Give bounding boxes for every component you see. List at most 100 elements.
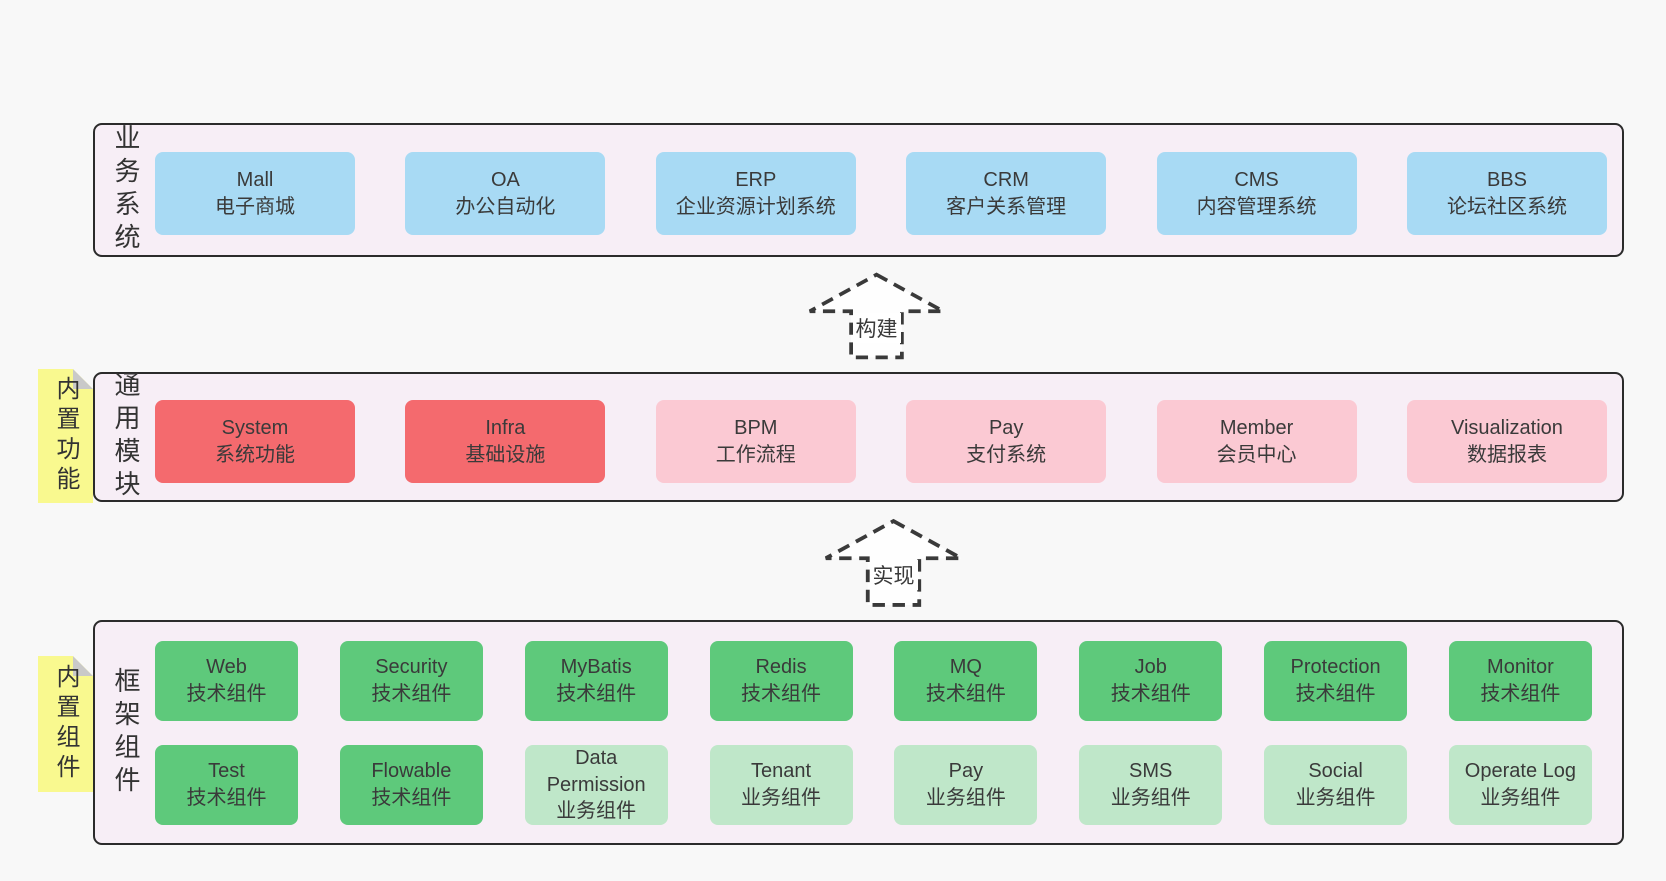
box-title: System [221,416,289,439]
box-operate-log: Operate Log 业务组件 [1448,745,1592,825]
sticky-label: 内置组件 [52,664,79,784]
box-pay-component: Pay 业务组件 [894,745,1038,825]
box-subtitle: 办公自动化 [455,195,556,218]
box-title: Mall [236,168,274,191]
box-title: Flowable [371,760,452,783]
box-web: Web 技术组件 [155,641,298,721]
box-title: CMS [1234,168,1279,191]
common-modules-row: System 系统功能 Infra 基础设施 BPM 工作流程 Pay 支付系统… [155,400,1607,483]
box-subtitle: 论坛社区系统 [1446,195,1567,218]
box-system: System 系统功能 [155,400,355,483]
box-subtitle: 系统功能 [215,443,295,466]
box-subtitle: 电子商城 [215,195,295,218]
box-title: Pay [988,416,1024,439]
box-infra: Infra 基础设施 [405,400,606,483]
box-title: BPM [734,416,778,439]
box-title: Social [1308,760,1363,783]
box-subtitle: 基础设施 [465,443,546,466]
box-erp: ERP 企业资源计划系统 [655,152,856,235]
box-title: Operate Log [1464,760,1576,783]
box-subtitle: 技术组件 [186,683,267,705]
arrow-label: 实现 [869,560,918,590]
business-systems-row: Mall 电子商城 OA 办公自动化 ERP 企业资源计划系统 CRM 客户关系… [155,152,1607,235]
box-title: MyBatis [560,656,632,679]
box-bpm: BPM 工作流程 [655,400,856,483]
box-subtitle: 技术组件 [1480,683,1561,705]
box-title: Security [375,656,448,679]
box-title: Tenant [751,760,812,783]
box-test: Test 技术组件 [155,745,298,825]
band-label-common-modules: 通用模块 [111,371,141,503]
box-security: Security 技术组件 [339,641,483,721]
band-common-modules: 通用模块 System 系统功能 Infra 基础设施 BPM 工作流程 Pay… [93,371,1624,503]
box-subtitle: 业务组件 [741,787,822,809]
box-redis: Redis 技术组件 [709,641,853,721]
box-title: Member [1219,416,1294,439]
box-title: Infra [485,416,526,439]
band-business-systems: 业务系统 Mall 电子商城 OA 办公自动化 ERP 企业资源计划系统 CRM… [93,123,1624,257]
box-title: Pay [948,760,984,783]
framework-components-row-1: Web 技术组件 Security 技术组件 MyBatis 技术组件 Redi… [155,641,1592,721]
sticky-label: 内置功能 [52,376,79,496]
band-label-framework-components: 框架组件 [111,666,141,799]
box-protection: Protection 技术组件 [1264,641,1408,721]
box-sms: SMS 业务组件 [1079,745,1223,825]
box-title: Redis [755,656,807,679]
box-title: Data Permission [546,747,646,796]
box-subtitle: 技术组件 [371,683,452,705]
box-mall: Mall 电子商城 [155,152,355,235]
box-title: ERP [735,168,777,191]
box-mybatis: MyBatis 技术组件 [524,641,668,721]
box-subtitle: 技术组件 [1110,683,1191,705]
box-bbs: BBS 论坛社区系统 [1406,152,1607,235]
box-subtitle: 业务组件 [1480,787,1561,809]
box-social: Social 业务组件 [1264,745,1408,825]
box-subtitle: 企业资源计划系统 [675,195,836,218]
box-title: Job [1134,656,1167,679]
box-title: Web [206,656,247,679]
box-subtitle: 技术组件 [925,683,1006,705]
box-subtitle: 技术组件 [1295,683,1376,705]
box-subtitle: 技术组件 [371,787,452,809]
sticky-note-builtin-features: 内置功能 [38,369,93,503]
band-label-business-systems: 业务系统 [111,124,141,256]
band-framework-components: 框架组件 Web 技术组件 Security 技术组件 MyBatis 技术组件… [93,620,1624,845]
box-title: OA [490,168,520,191]
box-crm: CRM 客户关系管理 [906,152,1107,235]
sticky-note-builtin-components: 内置组件 [38,656,93,792]
box-title: Protection [1290,656,1381,679]
box-title: MQ [949,656,982,679]
box-subtitle: 工作流程 [715,443,796,466]
box-subtitle: 技术组件 [186,787,267,809]
box-flowable: Flowable 技术组件 [339,745,483,825]
box-subtitle: 业务组件 [1110,787,1191,809]
box-job: Job 技术组件 [1079,641,1223,721]
box-pay-system: Pay 支付系统 [906,400,1107,483]
box-data-permission: Data Permission 业务组件 [524,745,668,825]
box-subtitle: 内容管理系统 [1196,195,1317,218]
box-subtitle: 技术组件 [556,683,637,705]
box-subtitle: 业务组件 [925,787,1006,809]
box-member: Member 会员中心 [1156,400,1357,483]
box-subtitle: 支付系统 [966,443,1047,466]
box-monitor: Monitor 技术组件 [1448,641,1592,721]
box-title: SMS [1129,760,1173,783]
arrow-label: 构建 [852,313,901,343]
box-subtitle: 技术组件 [741,683,822,705]
box-mq: MQ 技术组件 [894,641,1038,721]
box-title: BBS [1486,168,1527,191]
box-cms: CMS 内容管理系统 [1156,152,1357,235]
arrow-build: 构建 [806,270,947,362]
box-oa: OA 办公自动化 [405,152,606,235]
box-subtitle: 客户关系管理 [946,195,1067,218]
box-subtitle: 会员中心 [1216,443,1297,466]
arrow-implement: 实现 [822,517,965,609]
box-subtitle: 数据报表 [1466,443,1547,466]
box-subtitle: 业务组件 [556,800,637,823]
box-tenant: Tenant 业务组件 [709,745,853,825]
box-title: Test [208,760,245,783]
box-title: Visualization [1450,416,1563,439]
framework-components-row-2: Test 技术组件 Flowable 技术组件 Data Permission … [155,745,1592,825]
box-visualization: Visualization 数据报表 [1406,400,1607,483]
